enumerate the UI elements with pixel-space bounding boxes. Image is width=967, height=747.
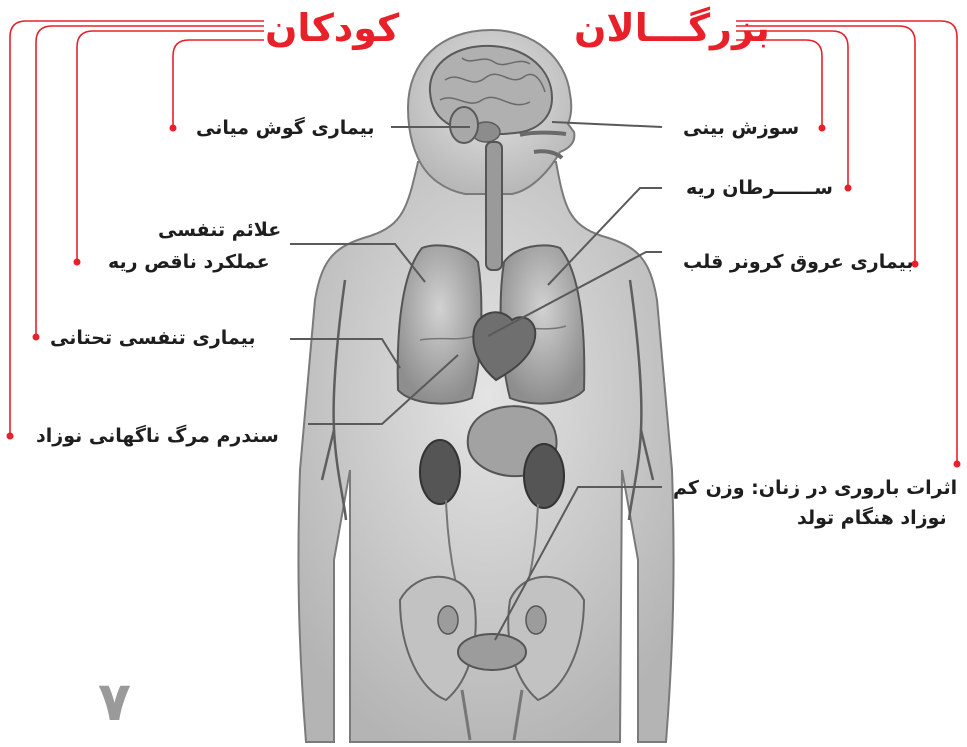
label-sids: سندرم مرگ ناگهانی نوزاد [36,422,279,450]
page-number: ۷ [98,672,131,732]
label-nasal-irritation: سوزش بینی [683,114,799,142]
label-coronary-heart-disease: بیماری عروق کرونر قلب [683,248,914,276]
label-lower-respiratory-illness: بیماری تنفسی تحتانی [50,324,256,352]
adult-bracket-lines [736,21,957,464]
label-lung-cancer: ســــــرطان ریه [686,174,833,202]
children-bracket-dots [7,125,177,440]
ear [450,107,478,143]
adults-heading: بزرگـــالان [574,6,770,50]
adult-bracket-dots [819,125,961,468]
label-reproductive-effects: اثرات باروری در زنان: وزن کم [673,474,957,502]
label-impaired-lung-function: عملکرد ناقص ریه [108,248,270,276]
label-respiratory-symptoms: علائم تنفسی [158,216,281,244]
children-heading: کودکان [265,6,399,50]
label-middle-ear-disease: بیماری گوش میانی [196,114,375,142]
label-low-birth-weight: نوزاد هنگام تولد [797,504,947,532]
